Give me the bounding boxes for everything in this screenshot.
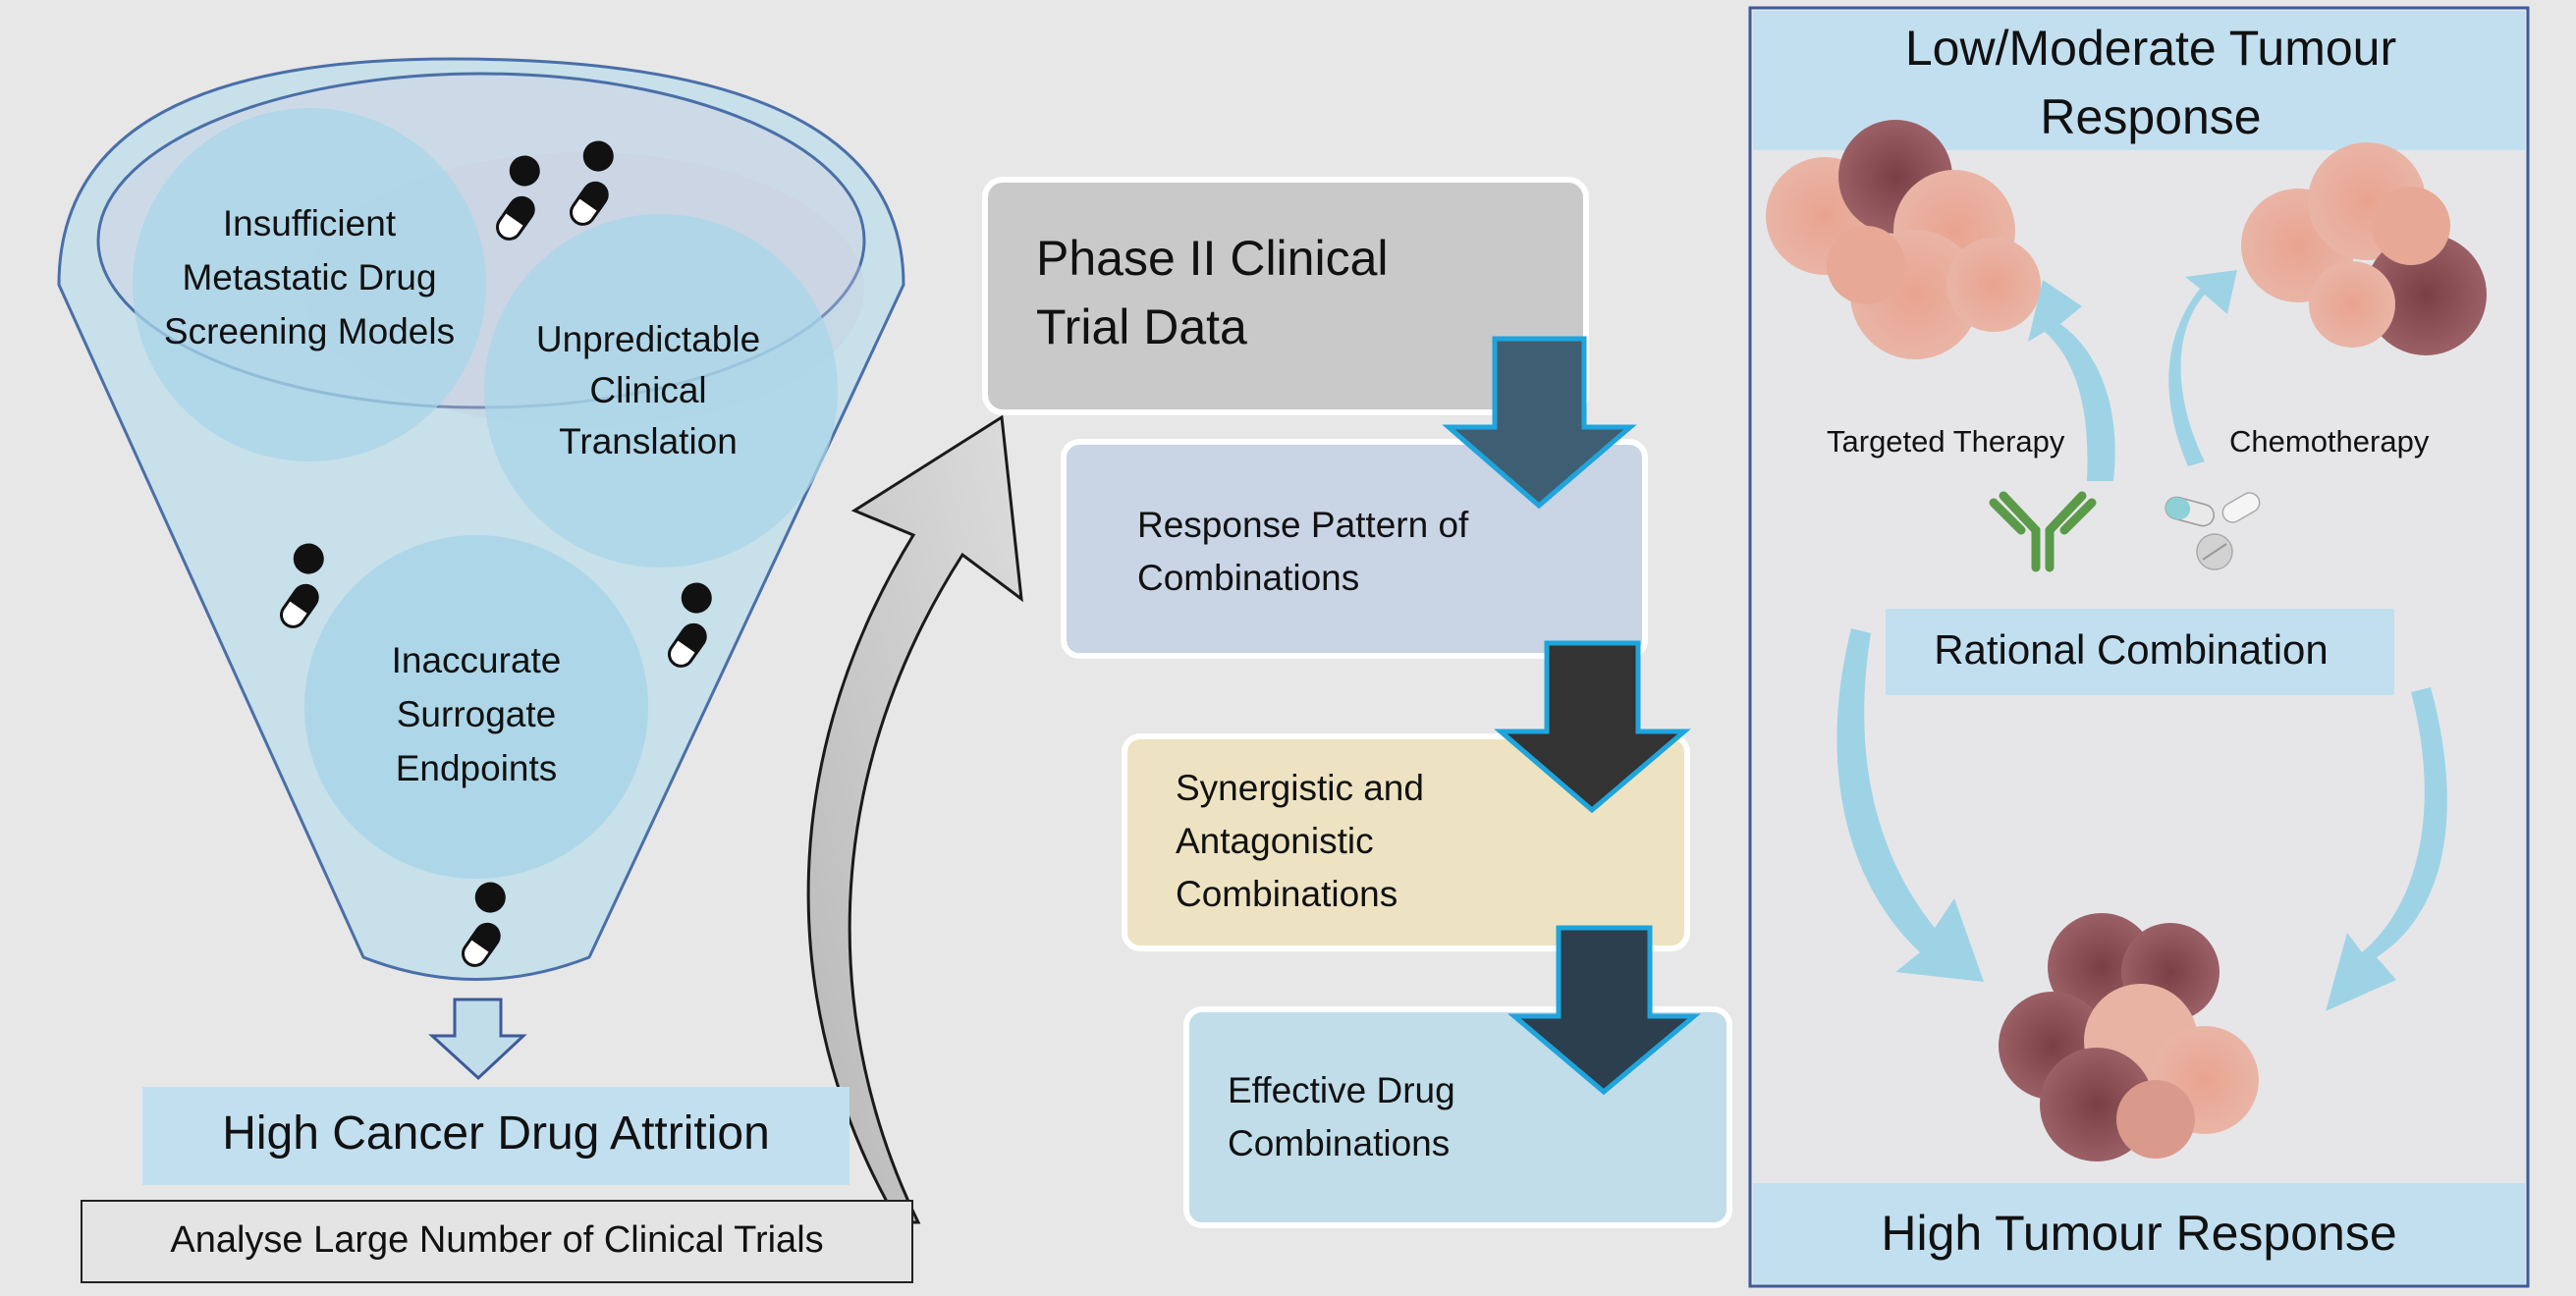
circle-inaccurate (304, 535, 648, 879)
left-down-arrow (1836, 628, 1984, 982)
response-pattern-label: Response Pattern of Combinations (1137, 505, 1469, 598)
analyse-box (81, 1200, 913, 1283)
pills-icon (2165, 492, 2261, 570)
targeted-up-arrow (2028, 280, 2115, 481)
rational-combination-label: Rational Combination (1934, 626, 2329, 673)
effective-label: Effective Drug Combinations (1228, 1070, 1455, 1163)
right-down-arrow (2326, 687, 2447, 1011)
antibody-icon (1989, 491, 2097, 572)
circle-unpredictable (484, 214, 838, 567)
flow-arrow-2 (1494, 640, 1691, 814)
funnel-down-arrow (428, 998, 527, 1081)
text-inaccurate: Inaccurate Surrogate Endpoints (391, 640, 562, 788)
capsule-icon (462, 882, 506, 967)
attrition-label-box (142, 1087, 850, 1185)
bottom-title-bg (1753, 1183, 2525, 1284)
circle-insufficient (133, 108, 486, 461)
top-title: Low/Moderate Tumour Response (1904, 21, 2397, 144)
capsule-icons (280, 140, 712, 967)
rational-combination-bg (1886, 609, 2394, 695)
targeted-therapy-label: Targeted Therapy (1827, 424, 2065, 459)
curved-feedback-arrow (806, 414, 1023, 1224)
capsule-icon (570, 140, 614, 226)
attrition-label: High Cancer Drug Attrition (222, 1107, 770, 1160)
text-unpredictable: Unpredictable Clinical Translation (535, 319, 761, 461)
capsule-icon (668, 582, 712, 668)
analyse-label: Analyse Large Number of Clinical Trials (170, 1219, 824, 1261)
synergistic-box (1122, 733, 1690, 951)
phase2-label: Phase II Clinical Trial Data (1036, 231, 1389, 354)
tumour-cells-right (2241, 142, 2487, 355)
bottom-title: High Tumour Response (1881, 1206, 2397, 1261)
funnel (57, 57, 905, 1081)
capsule-icon (496, 155, 540, 241)
chemo-up-arrow (2168, 270, 2237, 466)
flow-arrow-1 (1442, 336, 1637, 510)
text-insufficient: Insufficient Metastatic Drug Screening M… (163, 203, 456, 351)
tumour-cells-bottom (1999, 913, 2259, 1161)
chemotherapy-label: Chemotherapy (2229, 424, 2430, 459)
synergistic-label: Synergistic and Antagonistic Combination… (1176, 768, 1424, 914)
phase2-box (982, 177, 1589, 415)
capsule-icon (280, 543, 324, 628)
flow-arrow-3 (1507, 925, 1701, 1096)
tumour-cells-left (1766, 120, 2041, 359)
response-pattern-box (1061, 439, 1648, 659)
